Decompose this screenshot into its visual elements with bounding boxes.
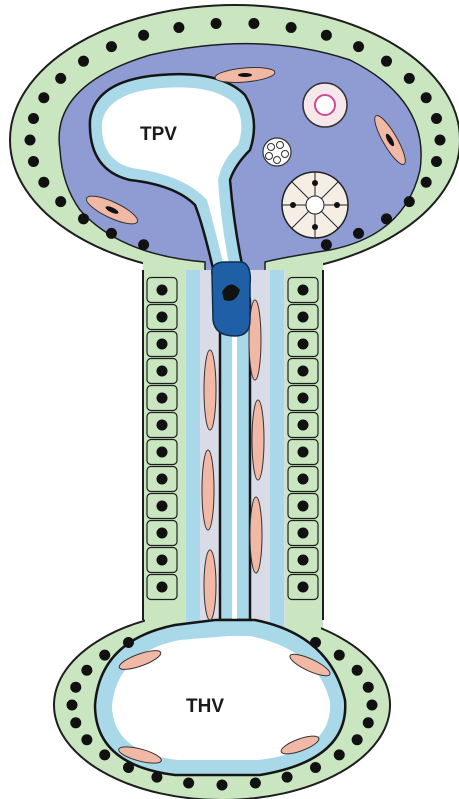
nucleus [367, 700, 378, 711]
nucleus [99, 650, 110, 661]
nucleus [157, 393, 168, 404]
macrophage-icon [212, 262, 251, 336]
nucleus [211, 18, 222, 29]
nucleus [123, 637, 134, 648]
nucleus [298, 312, 309, 323]
nucleus [298, 501, 309, 512]
nucleus [157, 501, 168, 512]
nucleus [78, 213, 89, 224]
nucleus [298, 285, 309, 296]
lymphatic-icon [303, 83, 347, 127]
nucleus [404, 73, 415, 84]
nucleus [334, 749, 345, 760]
capillary-icon [282, 172, 348, 238]
nucleus [173, 22, 184, 33]
nucleus [157, 447, 168, 458]
nucleus [321, 239, 332, 250]
label-tpv: TPV [140, 124, 177, 145]
nucleus [404, 196, 415, 207]
nucleus [67, 700, 78, 711]
nucleus [381, 56, 392, 67]
nucleus [298, 474, 309, 485]
nucleus [123, 762, 134, 773]
nucleus [28, 113, 39, 124]
nucleus [321, 30, 332, 41]
nucleus [55, 73, 66, 84]
nucleus [78, 56, 89, 67]
nucleus [421, 92, 432, 103]
nucleus [157, 528, 168, 539]
nucleus [138, 30, 149, 41]
nucleus [157, 339, 168, 350]
nucleus [310, 637, 321, 648]
nucleus [138, 239, 149, 250]
nucleus [157, 285, 168, 296]
nucleus [55, 196, 66, 207]
nucleus [70, 717, 81, 728]
nucleus [157, 366, 168, 377]
nucleus [250, 777, 261, 788]
nucleus [381, 213, 392, 224]
nucleus [157, 312, 168, 323]
nucleus [431, 156, 442, 167]
nucleus [298, 582, 309, 593]
nucleus [217, 780, 228, 791]
nucleus [81, 665, 92, 676]
nucleus [353, 228, 364, 239]
nucleus [38, 92, 49, 103]
nucleus [431, 113, 442, 124]
nucleus [298, 555, 309, 566]
nucleus [286, 22, 297, 33]
nucleus [352, 734, 363, 745]
nucleus [421, 177, 432, 188]
nucleus [282, 772, 293, 783]
nucleus [298, 420, 309, 431]
nucleus [157, 582, 168, 593]
nucleus [106, 41, 117, 52]
nucleus [248, 18, 259, 29]
nucleus [363, 682, 374, 693]
label-thv: THV [186, 696, 224, 717]
nucleus [28, 156, 39, 167]
nucleus [298, 447, 309, 458]
nucleus [298, 528, 309, 539]
nucleus [157, 555, 168, 566]
nucleus [363, 717, 374, 728]
nucleus [70, 682, 81, 693]
nerve-fiber-bundle-icon [263, 138, 291, 166]
nucleus [38, 177, 49, 188]
nucleus [157, 420, 168, 431]
nucleus [151, 772, 162, 783]
nucleus [183, 777, 194, 788]
nucleus [298, 339, 309, 350]
nucleus [353, 41, 364, 52]
nucleus [106, 228, 117, 239]
nucleus [352, 665, 363, 676]
nucleus [334, 650, 345, 661]
nucleus [25, 135, 36, 146]
nucleus [81, 734, 92, 745]
nucleus [298, 393, 309, 404]
nucleus [157, 474, 168, 485]
nucleus [99, 749, 110, 760]
nucleus [310, 762, 321, 773]
nucleus [435, 135, 446, 146]
nucleus [298, 366, 309, 377]
